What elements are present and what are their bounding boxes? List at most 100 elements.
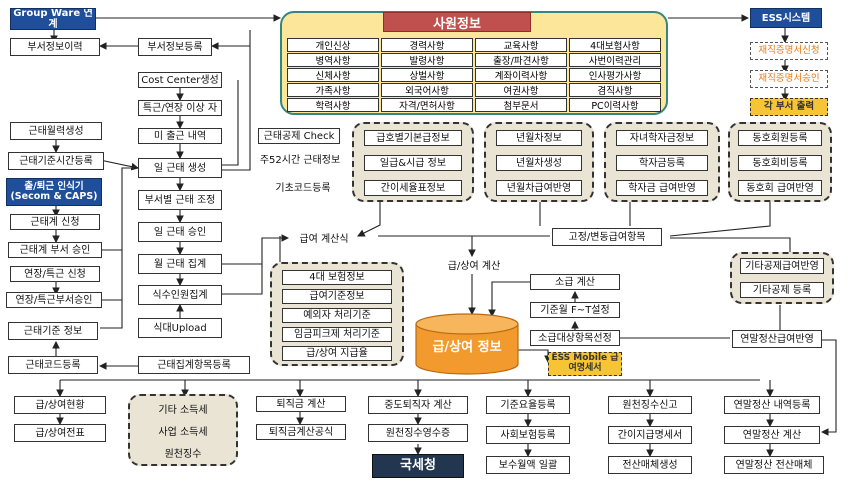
no-show[interactable]: 미 출근 내역	[138, 128, 222, 144]
year-end-calc[interactable]: 연말정산 계산	[724, 426, 820, 444]
employee-info-cell[interactable]: 계좌이력사항	[475, 68, 567, 82]
group-item-other-deduction[interactable]: 기타공제 등록	[740, 282, 824, 298]
attendance-code[interactable]: 근태코드등록	[8, 356, 98, 374]
employee-info-cell[interactable]: PC이력사항	[569, 98, 661, 112]
payroll-calc: 급여 계산식	[299, 233, 349, 245]
simple-pay-statement[interactable]: 간이지급명세서	[608, 426, 692, 444]
employee-info-cell[interactable]: 경력사항	[381, 38, 473, 52]
nts-authority[interactable]: 국세청	[372, 454, 464, 478]
group-item-club[interactable]: 동호회 급여반영	[738, 180, 822, 196]
group-item-pay-rules[interactable]: 임금피크제 처리기준	[282, 327, 392, 342]
attendance-std-info[interactable]: 근태기준 정보	[8, 322, 98, 340]
employee-info-cell[interactable]: 개인신상	[287, 38, 379, 52]
fixed-variable-items[interactable]: 고정/변동급여항목	[552, 228, 662, 246]
overtime-request[interactable]: 연장/특근 신청	[10, 266, 100, 282]
dept-adjust[interactable]: 부서별 근태 조정	[138, 190, 222, 210]
group-item-pay-rules[interactable]: 급/상여 지급율	[282, 346, 392, 361]
overtime-dept-approve[interactable]: 연장/특근부서승인	[6, 292, 102, 308]
year-end-media[interactable]: 연말정산 전산매체	[724, 456, 824, 474]
pay-database-icon	[415, 313, 519, 375]
month-range[interactable]: 기준월 F~T설정	[530, 302, 620, 318]
pay-bonus-calc: 급/상여 계산	[447, 260, 501, 272]
employee-info-cell[interactable]: 겸직사항	[569, 83, 661, 97]
group-item-club[interactable]: 동호회원등록	[738, 130, 822, 146]
group-item-other-income[interactable]: 원천징수	[164, 448, 202, 460]
withholding-receipt[interactable]: 원천징수영수증	[368, 424, 468, 442]
ess-mobile-payslip[interactable]: ESS Mobile 급여명세서	[548, 352, 622, 376]
employee-info-cell[interactable]: 교육사항	[475, 38, 567, 52]
retro-target[interactable]: 소급대상항목선정	[530, 330, 620, 346]
std-fee-register[interactable]: 기준요율등록	[486, 396, 570, 414]
employee-info-cell[interactable]: 출장/파견사항	[475, 53, 567, 67]
employee-info-cell[interactable]: 병역사항	[287, 53, 379, 67]
group-item-pay-rules[interactable]: 예외자 처리기준	[282, 308, 392, 323]
employee-info-cell[interactable]: 가족사항	[287, 83, 379, 97]
group-item-other-income[interactable]: 사업 소득세	[158, 426, 208, 438]
cert-request[interactable]: 재직증명서신청	[750, 42, 828, 60]
attendance-request[interactable]: 근태계 신청	[10, 214, 100, 230]
retro-calc[interactable]: 소급 계산	[530, 274, 620, 290]
group-item-other-deduction[interactable]: 기타공제급여반영	[740, 258, 824, 274]
group-item-pay-base[interactable]: 급호별기본급정보	[364, 130, 462, 146]
employee-info-title: 사원정보	[383, 12, 531, 32]
dept-history[interactable]: 부서정보이력	[10, 38, 100, 56]
group-item-tuition[interactable]: 학자금등록	[616, 155, 708, 171]
retirement-formula[interactable]: 퇴직금계산공식	[256, 424, 346, 440]
group-item-other-income[interactable]: 기타 소득세	[158, 404, 208, 416]
retirement-calc[interactable]: 퇴직금 계산	[256, 396, 346, 412]
year-end-register[interactable]: 연말정산 내역등록	[724, 396, 820, 414]
withholding-report[interactable]: 원천징수신고	[608, 396, 692, 414]
employee-info-cell[interactable]: 4대보험사항	[569, 38, 661, 52]
employee-info-cell[interactable]: 여권사항	[475, 83, 567, 97]
group-item-pay-base[interactable]: 일급&시급 정보	[364, 155, 462, 171]
dept-print[interactable]: 각 부서 출력	[750, 98, 828, 116]
commute-device[interactable]: 출/퇴근 인식기 (Secom & CAPS)	[6, 178, 102, 206]
attendance-items[interactable]: 근태집계항목등록	[138, 356, 250, 374]
employee-info-cell[interactable]: 자격/면허사항	[381, 98, 473, 112]
pay-slip[interactable]: 급/상여전표	[14, 424, 106, 442]
year-end-reflect[interactable]: 연말정산급여반영	[732, 330, 822, 348]
group-item-annual-leave[interactable]: 년월차급여반영	[496, 180, 582, 196]
media-generation[interactable]: 전산매체생성	[608, 456, 692, 474]
pay-status[interactable]: 급/상여현황	[14, 396, 106, 414]
deduction-check[interactable]: 근태공제 Check	[258, 128, 340, 144]
employee-info-cell[interactable]: 학력사항	[287, 98, 379, 112]
midterm-retire[interactable]: 중도퇴직자 계산	[368, 396, 468, 414]
group-item-club[interactable]: 동호회비등록	[738, 155, 822, 171]
group-item-pay-rules[interactable]: 4대 보험정보	[282, 270, 392, 285]
employee-info-cell[interactable]: 사번이력관리	[569, 53, 661, 67]
employee-info-cell[interactable]: 발령사항	[381, 53, 473, 67]
cert-approve[interactable]: 재직증명서승인	[750, 70, 828, 88]
attendance-time[interactable]: 근태기준시간등록	[8, 152, 104, 170]
employee-info-cell[interactable]: 상벌사항	[381, 68, 473, 82]
cost-center[interactable]: Cost Center생성	[138, 72, 222, 88]
attendance-dept-approve[interactable]: 근태계 부서 승인	[8, 242, 102, 258]
group-item-tuition[interactable]: 학자금 급여반영	[616, 180, 708, 196]
daily-attendance[interactable]: 일 근태 생성	[138, 158, 222, 178]
employee-info-cell[interactable]: 인사평가사항	[569, 68, 661, 82]
social-insurance-register[interactable]: 사회보험등록	[486, 426, 570, 444]
remuneration-batch[interactable]: 보수월액 일괄	[486, 456, 570, 474]
meal-upload[interactable]: 식대Upload	[138, 318, 222, 338]
daily-approve[interactable]: 일 근태 승인	[138, 222, 222, 242]
group-ware-link[interactable]: Group Ware 연계	[10, 8, 96, 30]
employee-info-cell[interactable]: 신체사항	[287, 68, 379, 82]
ess-system[interactable]: ESS시스템	[750, 8, 822, 28]
employee-info-cell[interactable]: 첨부문서	[475, 98, 567, 112]
pay-database-label: 급/상여 정보	[432, 339, 502, 355]
overtime-exceed[interactable]: 특근/연장 이상 자	[138, 100, 222, 116]
employee-info-cell[interactable]: 외국어사항	[381, 83, 473, 97]
hours52-info: 주52시간 근태정보	[259, 154, 341, 166]
group-item-tuition[interactable]: 자녀학자금정보	[616, 130, 708, 146]
attendance-calendar[interactable]: 근태월력생성	[10, 122, 102, 140]
group-item-pay-rules[interactable]: 급여기준정보	[282, 289, 392, 304]
monthly-total[interactable]: 월 근태 집계	[138, 254, 222, 274]
base-code: 기초코드등록	[275, 182, 331, 194]
group-item-annual-leave[interactable]: 년월차정보	[496, 130, 582, 146]
group-item-annual-leave[interactable]: 년월차생성	[496, 155, 582, 171]
group-item-pay-base[interactable]: 간이세율표정보	[364, 180, 462, 196]
dept-register[interactable]: 부서정보등록	[138, 38, 212, 56]
group-other-income	[128, 394, 238, 466]
meal-total[interactable]: 식수인원집계	[138, 285, 222, 305]
